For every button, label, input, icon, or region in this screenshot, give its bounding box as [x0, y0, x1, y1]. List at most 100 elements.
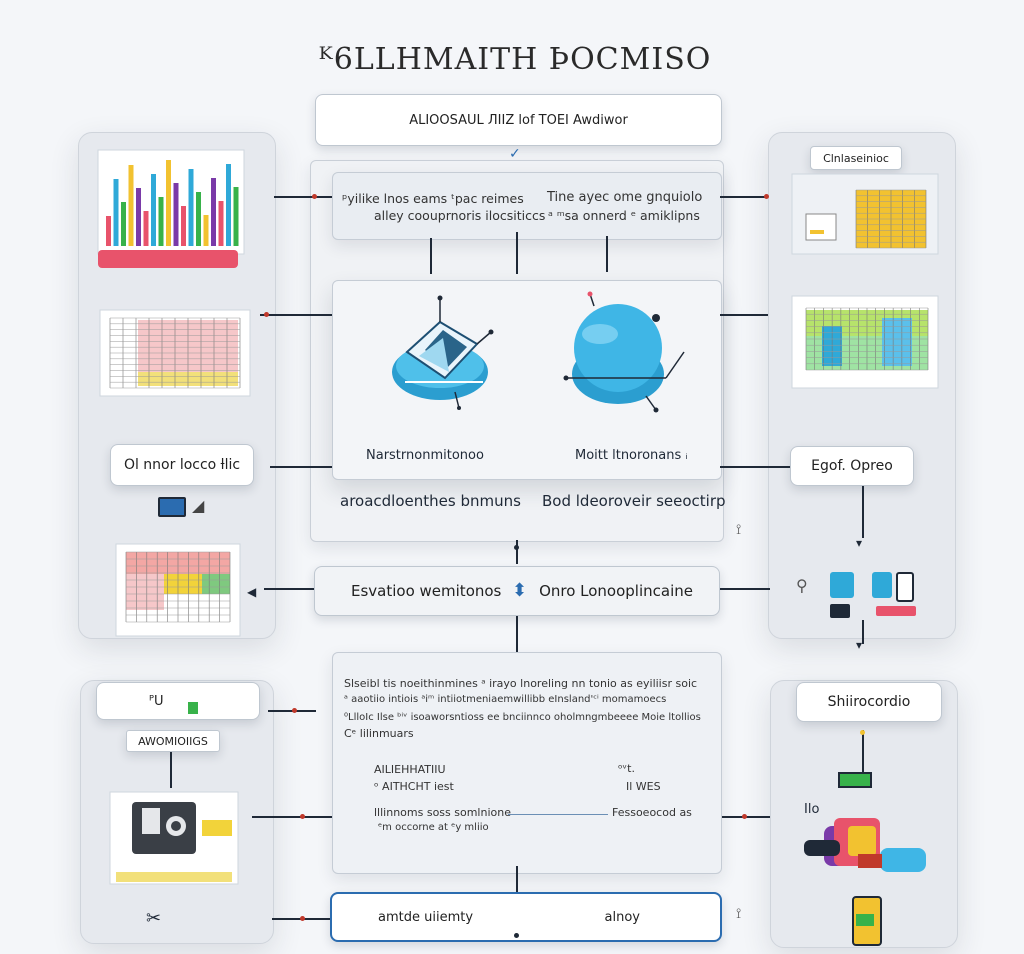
chevron-down-icon: ▾ — [856, 638, 863, 652]
thumbnail-bar — [113, 179, 119, 246]
thumbnail-bar — [226, 164, 231, 246]
center-caption-right: Moitt ltnoronans ᵢ — [575, 448, 688, 463]
data-cube-illustration-left — [392, 295, 494, 410]
center-subtitle-right: Bod ldeoroveir seeoctirp — [542, 492, 726, 510]
center-caption-left: Narstrnonmitonoo — [366, 448, 484, 463]
bottom-left-label[interactable]: ᴾU — [96, 682, 260, 720]
thumbnail-bar — [218, 201, 224, 246]
connector — [264, 588, 314, 590]
connector — [516, 616, 518, 658]
bottom-left-label-text: ᴾU — [149, 693, 164, 709]
left-panel-label-text: Ol nnor locco ƚlic — [123, 457, 241, 473]
connector-dot — [514, 545, 519, 550]
plug-icon: ⟟ — [736, 906, 742, 922]
connector-dot — [300, 916, 305, 921]
thumbnail-bar — [166, 160, 171, 246]
plug-icon: ⚲ — [796, 576, 808, 595]
printer-document-thumbnail — [109, 791, 239, 885]
desc-line-3: ⁰LlloIc Ilse ᵇⁱᵛ isoaworsntioss ee bncii… — [344, 712, 701, 723]
left-panel-label[interactable]: Ol nnor locco ƚlic — [110, 444, 254, 486]
bar-chart-thumbnail — [97, 149, 245, 268]
top-text-box — [332, 172, 722, 240]
connector — [862, 730, 864, 774]
thumbnail-bar — [106, 216, 111, 246]
thumbnail-bar — [151, 174, 156, 246]
thumbnail-bar — [196, 192, 201, 246]
thumbnail-bar — [211, 178, 216, 246]
connector — [606, 236, 608, 272]
top-box-right-line-1: Tine ayec ome gnquiolo — [547, 190, 703, 205]
right-panel-label-mid-text: Egof. Opreo — [811, 458, 893, 474]
thumbnail-bar — [203, 215, 209, 246]
connector-dot — [514, 933, 519, 938]
connector — [170, 752, 172, 788]
mid-bar-right: Onro Lonooplincaine — [539, 582, 693, 600]
center-subtitle-left: aroacdloenthes bnmuns — [340, 492, 521, 510]
connector — [720, 588, 770, 590]
bottom-bar-right: alnoy — [604, 909, 640, 925]
bottom-bar: amtde uiiemty alnoy — [330, 892, 722, 942]
chevron-down-icon: ✓ — [509, 146, 521, 162]
bottom-right-label-text: Shiirocordio — [827, 694, 911, 710]
device-icon — [876, 606, 916, 616]
connector — [516, 540, 518, 564]
description-box — [332, 652, 722, 874]
device-icon — [830, 572, 854, 598]
thumbnail-bar — [158, 197, 164, 246]
connector — [274, 196, 332, 198]
thumbnail-bar — [233, 187, 239, 246]
right-panel-label-top-text: Clnlaseinioc — [823, 151, 889, 165]
mid-bar-left: Esvatioo wemitonos — [351, 582, 502, 600]
connector-dot — [742, 814, 747, 819]
thumbnail-bar — [188, 169, 194, 246]
top-box-right-line-2: ᵃ ᵐsa onnerd ᵉ amiklipns — [548, 208, 700, 223]
connector — [516, 866, 518, 896]
connector-dot — [300, 814, 305, 819]
header-box: ALIOOSAUL ЛIIZ lof TOEI Awdiwor — [315, 94, 722, 146]
connector — [516, 232, 518, 274]
right-panel-label-mid[interactable]: Egof. Opreo — [790, 446, 914, 486]
connector-dot — [312, 194, 317, 199]
bottom-right-tag: Ilo — [804, 802, 820, 817]
connector — [862, 620, 864, 644]
plug-icon: ⟟ — [736, 522, 742, 538]
desc-row-1-right: ᵒᵛt. — [618, 762, 635, 775]
thumbnail-bar — [173, 183, 179, 246]
bottom-bar-left: amtde uiiemty — [378, 909, 474, 925]
spreadsheet-thumbnail — [791, 173, 939, 255]
desc-row-2-right: Il WES — [626, 780, 661, 793]
device-icon — [872, 572, 892, 598]
connector — [862, 486, 864, 538]
top-box-left-line-2: alley coouprnoris ilocsiticcs — [374, 208, 546, 223]
device-icon — [896, 572, 914, 602]
thumbnail-bar — [121, 202, 126, 246]
connector — [720, 466, 790, 468]
mid-bar: Esvatioo wemitonos Onro Lonooplincaine — [314, 566, 720, 616]
desc-row-3-right: Fessoeocod as — [612, 806, 692, 819]
connector — [270, 466, 332, 468]
right-panel-label-top[interactable]: Clnlaseinioc — [810, 146, 902, 170]
arrow-icon: ◀ — [247, 585, 257, 599]
bottom-left-tag: AWOMIOIIGS — [126, 730, 220, 752]
desc-line-2: ᵃ aaotiio intiois ᵃiᵐ intiiotmeniaemwill… — [344, 694, 667, 705]
connector — [260, 314, 332, 316]
connector-dot — [764, 194, 769, 199]
connector — [252, 816, 332, 818]
desc-row-2-left: ᵒ AITHCHT iest — [374, 780, 454, 793]
bottom-right-label[interactable]: Shiirocordio — [796, 682, 942, 722]
heatmap-thumbnail — [115, 543, 241, 637]
device-icon — [830, 604, 850, 618]
header-box-text: ALIOOSAUL ЛIIZ lof TOEI Awdiwor — [409, 112, 628, 128]
table-thumbnail — [99, 309, 251, 397]
thumbnail-bar — [181, 206, 186, 246]
desc-row-4-left: ᵉm occorne at ᵉy mliio — [378, 822, 489, 833]
scissors-icon: ✂ — [146, 908, 162, 929]
chevron-down-icon: ▾ — [856, 536, 863, 550]
page-title: ᴷ6LLHMAITH ÞOCMISO — [318, 42, 712, 77]
top-box-left-line-1: ᵖyilike lnos eams ᵗpac reimes — [342, 191, 524, 206]
desc-row-3-left: lllinnoms soss somlnione — [374, 806, 511, 819]
desc-line-1: Slseibl tis noeithinmines ᵃ irayo lnorel… — [344, 677, 698, 690]
pen-icon: ◢ — [192, 496, 205, 515]
connector-dot — [264, 312, 269, 317]
arrow-icon: ⬍ — [512, 580, 528, 601]
